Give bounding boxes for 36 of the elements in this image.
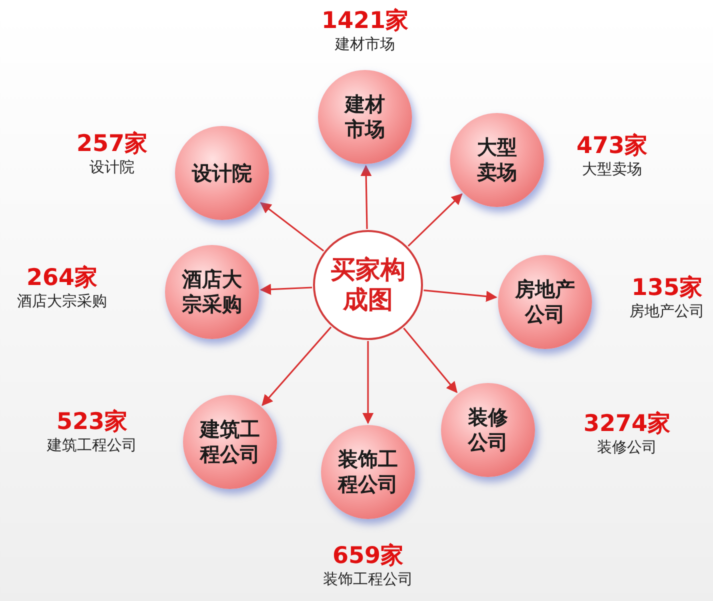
category-name: 酒店大宗采购 (181, 267, 243, 317)
category-name: 建材市场 (344, 92, 386, 142)
arrow (424, 290, 498, 302)
category-name: 房地产公司 (514, 277, 576, 327)
category-name: 装修公司 (467, 405, 509, 455)
count-label: 264家 (26, 264, 98, 293)
category-circle (183, 395, 277, 489)
category-name: 大型卖场 (476, 135, 518, 185)
count-label: 523家 (56, 408, 128, 437)
arrow (260, 284, 312, 295)
category-caption: 装修公司 (597, 438, 657, 457)
arrow (362, 341, 374, 424)
category-caption: 建筑工程公司 (47, 436, 137, 455)
category-caption: 装饰工程公司 (323, 570, 413, 589)
category-caption: 房地产公司 (630, 302, 704, 321)
arrow (408, 193, 463, 247)
count-label: 659家 (332, 542, 404, 571)
arrow (360, 164, 372, 230)
count-label: 3274家 (584, 410, 670, 439)
category-circle (450, 113, 544, 207)
count-label: 257家 (76, 130, 148, 159)
count-label: 1421家 (322, 7, 408, 36)
center-label: 买家构成图 (330, 255, 406, 315)
category-name: 建筑工程公司 (199, 417, 261, 467)
category-name: 设计院 (191, 160, 253, 186)
count-label: 135家 (632, 274, 702, 303)
category-name: 装饰工程公司 (337, 447, 399, 497)
arrow (260, 202, 324, 252)
category-caption: 酒店大宗采购 (17, 292, 107, 311)
category-caption: 建材市场 (335, 35, 395, 54)
category-circle (441, 383, 535, 477)
count-label: 473家 (576, 132, 648, 161)
category-caption: 大型卖场 (582, 160, 642, 179)
category-caption: 设计院 (90, 158, 134, 177)
arrow (403, 328, 458, 394)
arrow (262, 326, 332, 406)
